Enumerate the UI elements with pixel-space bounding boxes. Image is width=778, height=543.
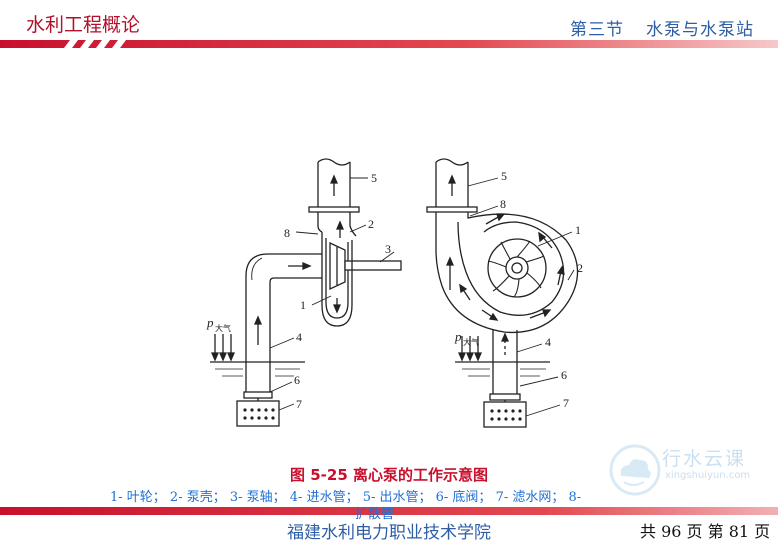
figure-legend-line2: 扩散管 [355, 507, 395, 522]
left-pump-side-view [210, 158, 402, 427]
left-label-8: 8 [284, 226, 290, 240]
right-label-2: 2 [577, 261, 583, 275]
pump-shaft [344, 260, 402, 271]
page-indicator: 共 96 页 第 81 页 [640, 522, 771, 541]
left-label-2: 2 [368, 217, 374, 231]
right-label-7: 7 [563, 396, 569, 410]
footer-institution: 福建水利电力职业技术学院 [287, 523, 491, 543]
right-pressure-sub: 大气 [463, 337, 479, 347]
pipe-break-top-right [435, 158, 469, 166]
suction-pipe [245, 290, 271, 395]
volute-casing [435, 212, 579, 334]
foot-valve [243, 391, 273, 399]
left-label-4: 4 [296, 330, 302, 344]
suction-pipe-right [492, 329, 518, 398]
left-pressure-sub: 大气 [215, 323, 231, 333]
left-label-6: 6 [294, 373, 300, 387]
right-label-1: 1 [575, 223, 581, 237]
watermark-url: xingshuiyun.com [665, 470, 751, 481]
watermark-text: 行水云课 [662, 448, 747, 470]
section-number: 第三节 [570, 20, 624, 40]
left-pressure-symbol: p [206, 315, 214, 330]
right-label-6: 6 [561, 368, 567, 382]
inlet-elbow [245, 253, 322, 290]
right-label-5: 5 [501, 169, 507, 183]
left-label-5: 5 [371, 171, 377, 185]
strainer-right [483, 401, 527, 428]
section-title: 水泵与水泵站 [646, 20, 754, 40]
right-label-8: 8 [500, 197, 506, 211]
watermark-cloud-icon [609, 444, 661, 496]
header-rule [0, 40, 778, 48]
footer-rule [0, 507, 778, 515]
course-title: 水利工程概论 [26, 14, 141, 36]
figure-caption-title: 图 5-25 离心泵的工作示意图 [290, 466, 488, 484]
right-pressure-symbol: p [454, 329, 462, 344]
impeller-front [487, 238, 547, 298]
strainer [236, 400, 280, 427]
right-label-4: 4 [545, 335, 551, 349]
figure-legend-line1: 1- 叶轮； 2- 泵壳； 3- 泵轴； 4- 进水管； 5- 出水管； 6- … [110, 490, 582, 505]
right-pump-front-view [426, 158, 579, 428]
watermark: 行水云课 xingshuiyun.com [607, 436, 767, 506]
left-label-1: 1 [300, 298, 306, 312]
pipe-break-top [317, 158, 351, 166]
left-label-3: 3 [385, 242, 391, 256]
left-label-7: 7 [296, 397, 302, 411]
left-pump-labels: 5 8 2 3 1 4 6 7 p 大气 [206, 171, 391, 411]
pump-casing [321, 232, 353, 327]
diffuser [317, 212, 357, 237]
outlet-pipe [317, 162, 351, 207]
right-pump-labels: 5 8 1 2 4 6 7 p 大气 [454, 169, 583, 410]
section-heading: 第三节 水泵与水泵站 [570, 15, 754, 40]
